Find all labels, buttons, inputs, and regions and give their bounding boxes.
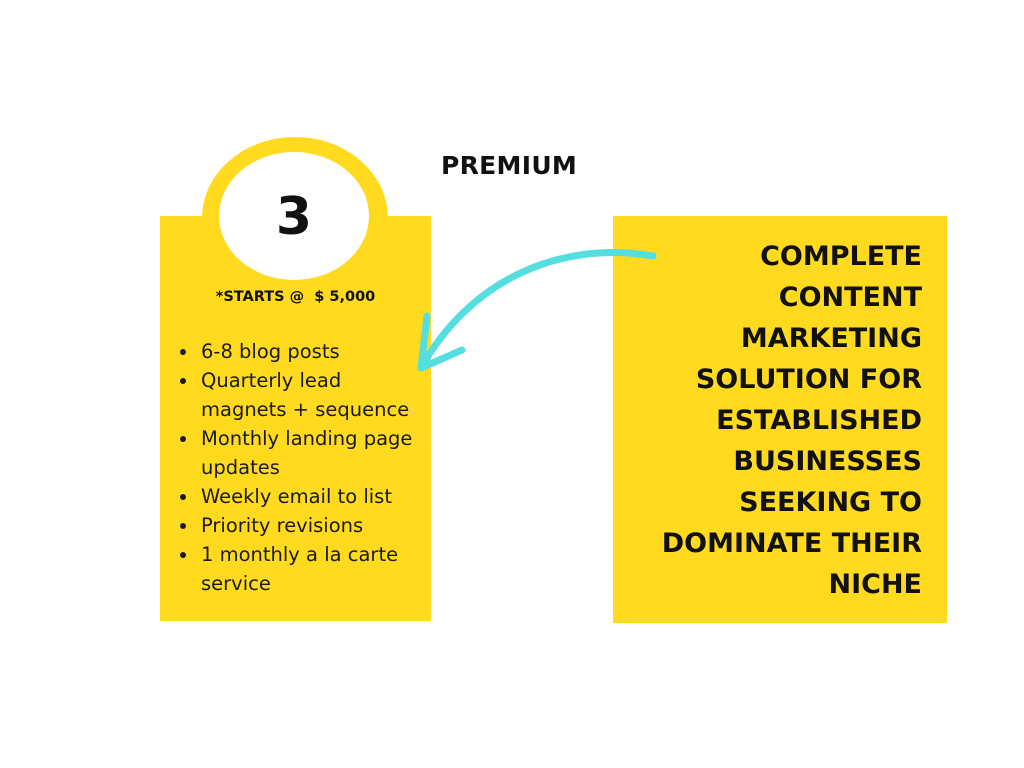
tier-title: PREMIUM [441, 151, 578, 180]
tier-badge: 3 [219, 152, 369, 280]
tier-description: COMPLETE CONTENT MARKETING SOLUTION FOR … [661, 241, 922, 600]
feature-item: Weekly email to list [178, 482, 418, 511]
price-label: *STARTS @ $ 5,000 [215, 289, 376, 305]
tier-number: 3 [275, 187, 313, 247]
feature-item: Priority revisions [178, 511, 418, 540]
description-card [613, 216, 947, 623]
feature-list: 6-8 blog posts Quarterly lead magnets + … [178, 337, 418, 598]
feature-item: Quarterly lead magnets + sequence [178, 366, 418, 424]
feature-item: 6-8 blog posts [178, 337, 418, 366]
feature-item: 1 monthly a la carte service [178, 540, 418, 598]
feature-item: Monthly landing page updates [178, 424, 418, 482]
pricing-card [160, 216, 431, 621]
